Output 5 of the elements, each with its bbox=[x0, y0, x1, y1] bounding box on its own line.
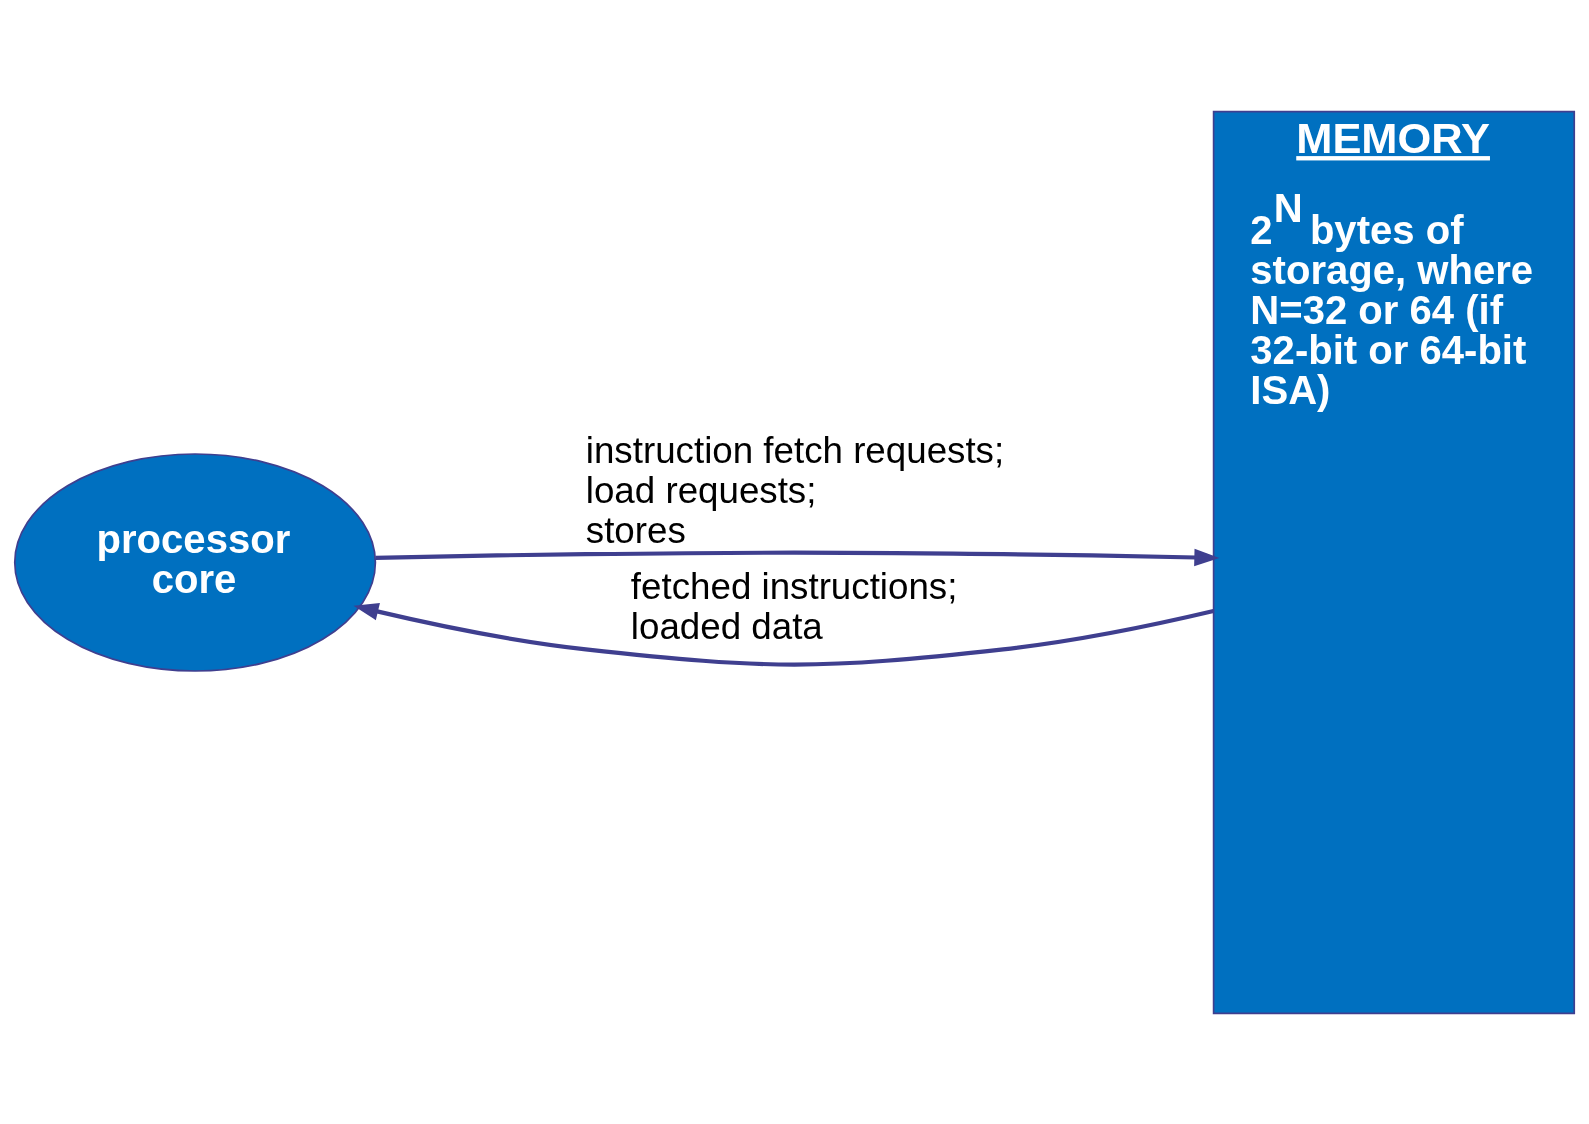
edge-label: fetched instructions; loaded data bbox=[630, 565, 958, 647]
arrow bbox=[353, 602, 1214, 667]
edge-label: instruction fetch requests; load requests; stores bbox=[585, 429, 1005, 551]
node-ellipse: processor core bbox=[13, 452, 377, 672]
arrow bbox=[375, 548, 1220, 566]
